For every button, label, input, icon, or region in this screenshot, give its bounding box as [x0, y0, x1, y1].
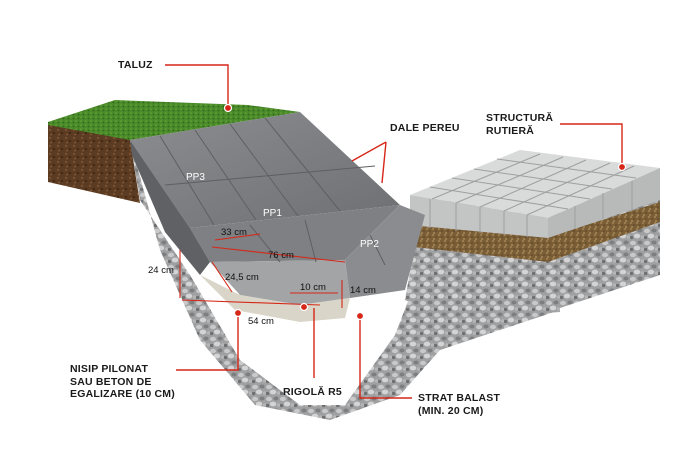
- dim-245-label: 24,5 cm: [225, 272, 259, 283]
- slab-pp3-label: PP3: [186, 172, 205, 183]
- leader-lines: [165, 64, 623, 399]
- slab-labels: PP3 PP1 PP2: [186, 172, 379, 250]
- label-dale-pereu: DALE PEREU: [390, 122, 460, 135]
- label-taluz: TALUZ: [118, 59, 153, 72]
- dim-10-label: 10 cm: [300, 282, 326, 293]
- dim-54-line: [181, 299, 321, 306]
- taluz-grass-top: [48, 100, 300, 140]
- structura-line1: STRUCTURĂ: [486, 112, 554, 124]
- taluz-text: TALUZ: [118, 59, 153, 71]
- slab-pp2-label: PP2: [360, 239, 379, 250]
- slab-pp2-surface: [345, 205, 425, 298]
- leader-structura: [560, 123, 623, 165]
- label-rigola: RIGOLĂ R5: [283, 386, 342, 399]
- label-strat-balast: STRAT BALAST (MIN. 20 CM): [418, 392, 500, 417]
- dale-pereu-text: DALE PEREU: [390, 122, 460, 134]
- road-paver-top: [410, 150, 660, 218]
- dimension-lines: [179, 233, 346, 308]
- balast-line1: STRAT BALAST: [418, 392, 501, 404]
- slab-pp1-label: PP1: [263, 208, 282, 219]
- dot-taluz: [223, 103, 233, 113]
- nisip-line2: SAU BETON DE: [70, 375, 152, 388]
- structura-line2: RUTIERĂ: [486, 124, 535, 137]
- leader-dale-pereu-b: [381, 141, 387, 184]
- nisip-line1: NISIP PILONAT: [70, 363, 149, 375]
- rigola-text: RIGOLĂ R5: [283, 386, 342, 398]
- leader-nisip: [176, 315, 239, 371]
- dot-structura: [617, 162, 627, 172]
- taluz-soil-front: [48, 122, 140, 203]
- taluz-ground: [48, 100, 300, 203]
- slab-pp3-surface: [130, 112, 400, 228]
- dot-balast: [355, 311, 365, 321]
- leader-dots: [223, 103, 627, 321]
- slab-pp1-surface: [190, 205, 400, 262]
- rigola-channel: [210, 260, 350, 305]
- road-sand-side: [548, 202, 660, 262]
- dim-76-line: [211, 246, 346, 263]
- dim-245-line: [211, 261, 233, 293]
- dot-rigola: [299, 302, 309, 312]
- label-structura-rutiera: STRUCTURĂ RUTIERĂ: [486, 112, 553, 137]
- label-nisip-pilonat: NISIP PILONAT SAU BETON DE EGALIZARE (10…: [70, 363, 175, 401]
- dim-14-label: 14 cm: [350, 285, 376, 296]
- dim-76-label: 76 cm: [268, 250, 294, 261]
- slab-joints: [159, 117, 386, 266]
- leader-taluz: [165, 64, 229, 106]
- slab-front-edge: [130, 140, 210, 275]
- dimension-labels: 33 cm 76 cm 24 cm 24,5 cm 10 cm 14 cm 54…: [148, 227, 376, 327]
- dim-33-line: [214, 233, 261, 241]
- paver-joints: [429, 153, 637, 237]
- concrete-slabs: [130, 112, 425, 322]
- road-structure: [405, 150, 660, 312]
- dim-33-label: 33 cm: [221, 227, 247, 238]
- nisip-line3: EGALIZARE (10 CM): [70, 388, 175, 400]
- dim-54-label: 54 cm: [248, 316, 274, 327]
- leader-balast: [359, 318, 412, 399]
- balast-line2: (MIN. 20 CM): [418, 404, 484, 417]
- dot-nisip: [233, 308, 243, 318]
- leader-dale-pereu-a: [351, 141, 387, 162]
- road-paver-front: [410, 195, 548, 238]
- dim-24-label: 24 cm: [148, 265, 174, 276]
